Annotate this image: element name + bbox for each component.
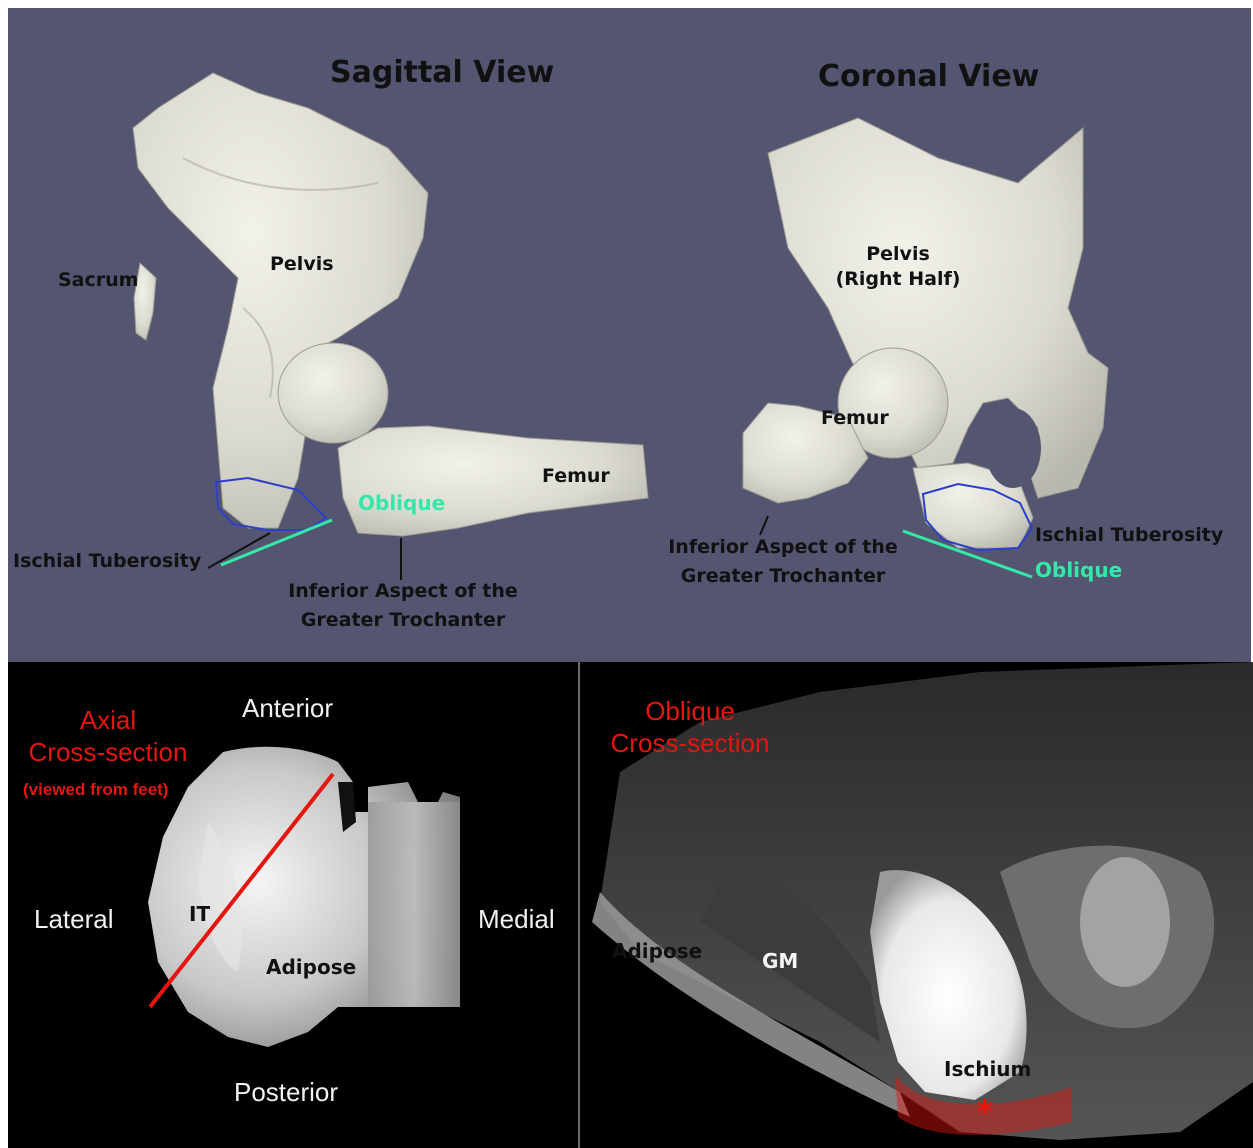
coronal-ischial-tuberosity-label: Ischial Tuberosity: [1035, 525, 1223, 547]
sagittal-trochanter-line2: Greater Trochanter: [278, 610, 528, 632]
sagittal-pelvis-label: Pelvis: [270, 254, 334, 276]
sagittal-oblique-label: Oblique: [358, 492, 445, 515]
axial-anterior-label: Anterior: [242, 694, 333, 724]
sagittal-view-title: Sagittal View: [330, 56, 554, 91]
coronal-view-title: Coronal View: [818, 60, 1039, 95]
axial-medial-label: Medial: [478, 905, 555, 935]
axial-heading: Axial Cross-section: [13, 706, 203, 768]
sagittal-femoral-head: [278, 343, 388, 443]
oblique-asterisk-marker: *: [976, 1094, 994, 1133]
sagittal-trochanter-label: Inferior Aspect of the Greater Trochante…: [278, 581, 528, 632]
oblique-heading-line2: Cross-section: [590, 729, 790, 759]
oblique-adipose-label: Adipose: [612, 940, 702, 963]
bone-model-panel: Sagittal View Sacrum Pelvis Femur Obliqu…: [8, 8, 1251, 662]
oblique-heading: Oblique Cross-section: [590, 697, 790, 759]
coronal-obturator-foramen: [985, 408, 1041, 488]
oblique-ischium-label: Ischium: [944, 1058, 1031, 1081]
sagittal-ischial-tuberosity-label: Ischial Tuberosity: [13, 551, 201, 573]
coronal-trochanter-line2: Greater Trochanter: [658, 566, 908, 588]
oblique-femur-section: [1080, 857, 1170, 987]
axial-heading-line1: Axial: [13, 706, 203, 736]
coronal-trochanter-pointer: [760, 516, 768, 535]
axial-medial-strip: [368, 802, 460, 1007]
axial-heading-sub: (viewed from feet): [23, 780, 168, 800]
coronal-trochanter-label: Inferior Aspect of the Greater Trochante…: [658, 537, 908, 588]
coronal-pelvis-line2: (Right Half): [823, 269, 973, 291]
coronal-oblique-label: Oblique: [1035, 559, 1122, 582]
oblique-gm-label: GM: [762, 950, 798, 973]
axial-heading-line2: Cross-section: [13, 738, 203, 768]
oblique-heading-line1: Oblique: [590, 697, 790, 727]
coronal-femur-label: Femur: [821, 408, 889, 430]
sagittal-sacrum-label: Sacrum: [58, 270, 138, 292]
coronal-trochanter-line1: Inferior Aspect of the: [658, 537, 908, 559]
sagittal-trochanter-line1: Inferior Aspect of the: [278, 581, 528, 603]
oblique-cross-section-panel: Oblique Cross-section Adipose GM Ischium…: [580, 662, 1253, 1148]
axial-it-label: IT: [189, 903, 210, 926]
coronal-pelvis-line1: Pelvis: [823, 244, 973, 266]
sagittal-femur-label: Femur: [542, 466, 610, 488]
axial-posterior-label: Posterior: [234, 1078, 338, 1108]
axial-adipose-label: Adipose: [266, 956, 356, 979]
axial-lateral-label: Lateral: [34, 905, 114, 935]
coronal-pelvis-label: Pelvis (Right Half): [823, 244, 973, 291]
axial-cross-section-panel: Axial Cross-section (viewed from feet) A…: [8, 662, 578, 1148]
